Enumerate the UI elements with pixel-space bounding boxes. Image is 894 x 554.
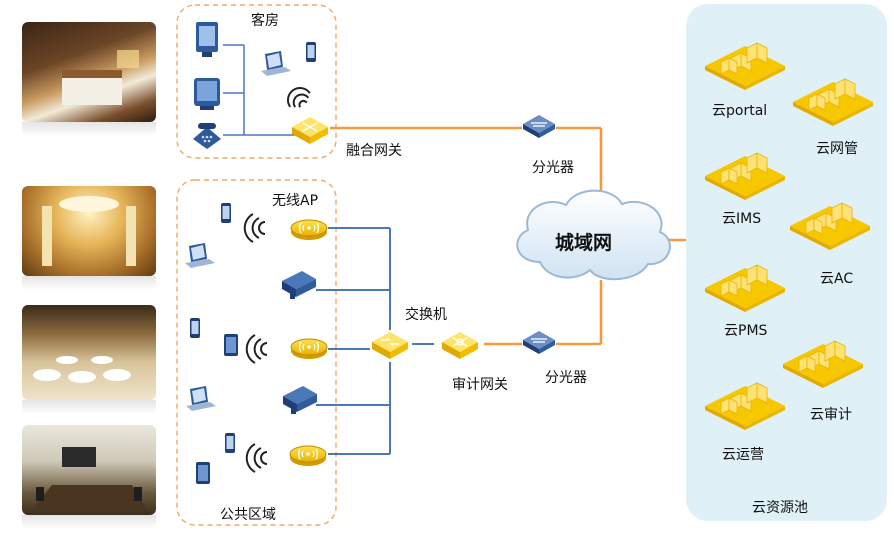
fiber-links <box>330 126 686 346</box>
camera-device-1-icon <box>282 271 316 299</box>
cloud-pool-panel <box>686 4 887 521</box>
wifi-waves-2-icon <box>245 334 268 364</box>
public-tablet-1-icon <box>224 334 238 356</box>
wireless-ap-2-icon <box>290 338 328 360</box>
public-area-links <box>316 227 434 455</box>
public-tablet-2-icon <box>196 462 210 484</box>
hotel-room-photo <box>22 22 156 122</box>
desktop-computer-icon <box>196 22 218 57</box>
metro-network-cloud-icon <box>516 189 671 281</box>
cloud-audit-label: 云审计 <box>810 407 852 423</box>
public-phone-1-icon <box>221 203 231 223</box>
wireless-ap-3-icon <box>289 445 327 467</box>
guest-room-links <box>223 44 296 136</box>
guest-room-wifi-waves-icon <box>287 87 311 108</box>
hotel-room-reflection <box>22 122 156 136</box>
guest-room-region <box>176 4 337 159</box>
cloud-ac-label: 云AC <box>820 271 854 287</box>
converged-gateway-icon <box>292 117 328 144</box>
public-area-title: 公共区域 <box>220 507 276 523</box>
wireless-ap-1-icon <box>290 219 328 241</box>
wifi-waves-3-icon <box>245 443 268 473</box>
lobby-photo <box>22 186 156 276</box>
guest-room-title: 客房 <box>251 13 279 29</box>
ip-telephone-icon <box>193 123 221 149</box>
guest-room-phone-icon <box>306 42 316 62</box>
public-phone-3-icon <box>225 433 235 453</box>
splitter-bottom-icon <box>522 330 556 355</box>
wireless-ap-label: 无线AP <box>272 193 319 209</box>
splitter-top-label: 分光器 <box>532 160 574 176</box>
lobby-reflection <box>22 276 156 290</box>
audit-gateway-label: 审计网关 <box>452 377 508 393</box>
cloud-nms-label: 云网管 <box>816 141 858 157</box>
camera-device-2-icon <box>283 386 317 414</box>
cloud-pool-title: 云资源池 <box>752 500 808 516</box>
public-area-region <box>176 179 337 526</box>
public-phone-2-icon <box>190 318 200 338</box>
splitter-bottom-label: 分光器 <box>545 370 587 386</box>
cloud-operations-label: 云运营 <box>722 447 764 463</box>
switch-label: 交换机 <box>405 307 447 323</box>
meeting-room-photo <box>22 425 156 515</box>
converged-gateway-label: 融合网关 <box>346 143 402 159</box>
splitter-top-icon <box>522 114 556 139</box>
meeting-room-reflection <box>22 515 156 529</box>
public-laptop-2-icon <box>186 386 216 411</box>
public-laptop-1-icon <box>185 243 215 268</box>
wifi-waves-1-icon <box>243 213 266 243</box>
guest-room-laptop-icon <box>261 51 291 76</box>
cloud-portal-label: 云portal <box>712 103 768 119</box>
banquet-hall-photo <box>22 305 156 400</box>
banquet-hall-reflection <box>22 400 156 414</box>
audit-gateway-icon <box>442 332 478 359</box>
cloud-pms-label: 云PMS <box>724 323 768 339</box>
metro-network-label: 城域网 <box>555 232 613 254</box>
switch-icon <box>372 332 408 359</box>
cloud-ims-label: 云IMS <box>722 211 762 227</box>
ip-tv-icon <box>194 78 220 110</box>
